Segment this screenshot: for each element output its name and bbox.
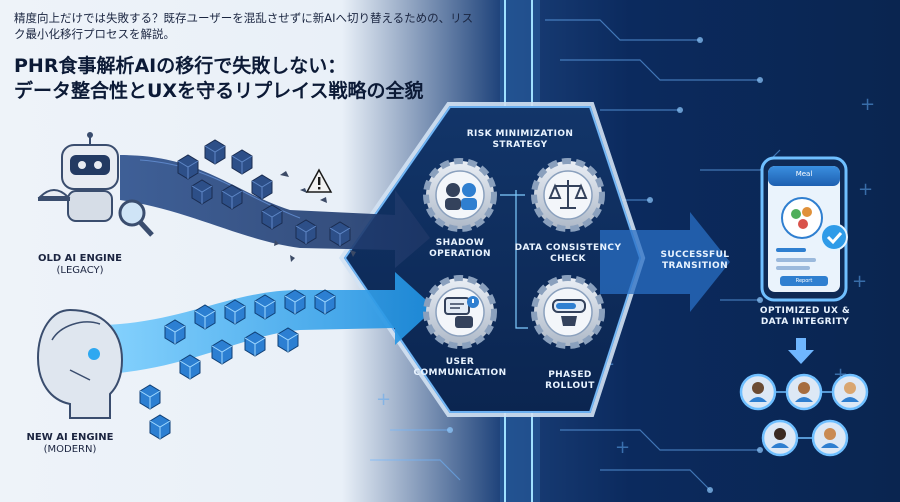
title-line-2: データ整合性とUXを守るリプレイス戦略の全貌	[14, 80, 424, 102]
strategy-title: RISK MINIMIZATION STRATEGY	[466, 129, 574, 150]
result-label: OPTIMIZED UX & DATA INTEGRITY	[759, 306, 851, 327]
gear-connectors	[500, 190, 528, 329]
down-arrow	[788, 338, 814, 364]
svg-text:+: +	[376, 389, 391, 410]
old-robot-icon	[37, 132, 154, 237]
subtitle: 精度向上だけでは失敗する？既存ユーザーを混乱させずに新AIへ切り替えるための、リ…	[14, 11, 474, 41]
broken-fragments	[274, 171, 356, 262]
circuit-nodes	[447, 37, 763, 493]
old-engine-label: OLD AI ENGINE (LEGACY)	[38, 253, 122, 276]
step-shadow-operation: SHADOW OPERATION	[429, 238, 491, 259]
chat-bubbles-icon	[444, 296, 479, 328]
balance-scale-icon	[548, 180, 588, 209]
step-user-communication: USER COMMUNICATION	[413, 357, 507, 378]
svg-text:+: +	[852, 271, 867, 292]
svg-text:+: +	[858, 179, 873, 200]
step-phased-rollout: PHASED ROLLOUT	[545, 370, 595, 391]
user-avatars	[739, 373, 869, 457]
phone-button: Report	[795, 278, 813, 284]
check-badge-icon	[820, 223, 848, 251]
title-line-1: PHR食事解析AIの移行で失敗しない：	[14, 55, 347, 77]
phone-header: Meal	[795, 170, 813, 178]
progress-bar-icon	[552, 299, 586, 326]
transition-arrow	[600, 212, 730, 312]
phone-mockup	[760, 156, 848, 302]
old-cubes	[177, 139, 351, 247]
new-engine-label: NEW AI ENGINE (MODERN)	[26, 432, 114, 455]
svg-text:+: +	[615, 437, 630, 458]
robots-pair-icon	[445, 183, 477, 210]
step-data-consistency: DATA CONSISTENCY CHECK	[514, 243, 622, 264]
transition-label: SUCCESSFUL TRANSITION	[660, 250, 730, 271]
warning-icon	[305, 168, 333, 193]
new-cubes	[139, 289, 336, 440]
ai-head-icon	[36, 308, 124, 419]
page-title: PHR食事解析AIの移行で失敗しない： データ整合性とUXを守るリプレイス戦略の…	[14, 54, 484, 104]
svg-text:+: +	[860, 94, 875, 115]
new-data-stream	[95, 272, 435, 375]
